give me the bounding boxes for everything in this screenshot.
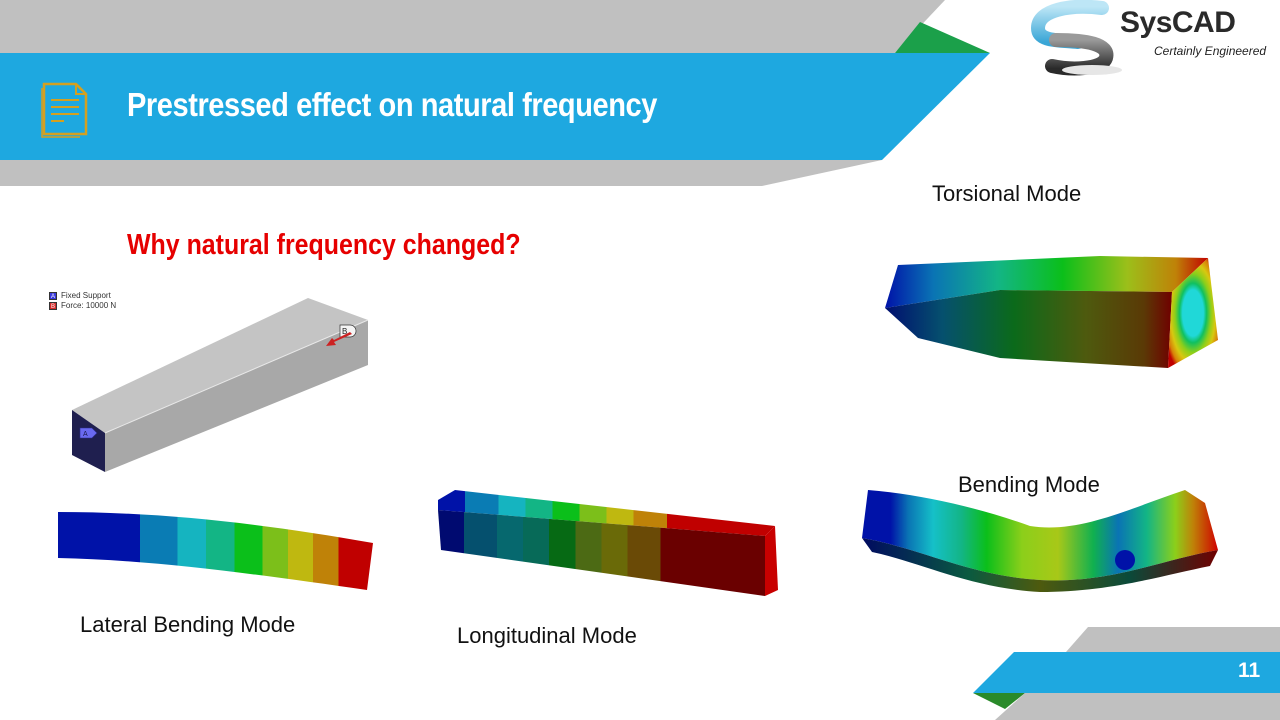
page-number: 11 [1238,659,1261,682]
logo-name: SysCAD [1120,6,1236,39]
support-marker-a [79,427,98,439]
document-icon [41,82,88,138]
logo-tagline: Certainly Engineered [1154,44,1267,58]
svg-text:B: B [342,327,347,336]
mode-label-bending: Bending Mode [958,472,1100,497]
bending-mode-figure [862,490,1218,592]
legend-label: Fixed Support [61,291,111,300]
mode-label-lateral-bending: Lateral Bending Mode [80,612,296,637]
svg-text:A: A [83,431,88,438]
lateral-bending-mode-figure [58,512,373,590]
boundary-legend: A Fixed Support B Force: 10000 N [49,291,116,311]
mode-label-longitudinal: Longitudinal Mode [457,623,637,648]
syscad-logo-icon [1030,0,1122,76]
legend-item-force: B Force: 10000 N [49,301,116,311]
legend-label: Force: 10000 N [61,301,117,310]
beam-setup-figure: A B [72,298,369,472]
slide-title: Prestressed effect on natural frequency [127,86,657,123]
legend-swatch: B [49,302,57,310]
legend-swatch: A [49,292,57,300]
legend-item-fixed-support: A Fixed Support [49,291,116,301]
mode-label-torsional: Torsional Mode [932,181,1082,206]
force-arrow-icon [326,332,352,346]
longitudinal-mode-figure [438,490,778,596]
torsional-mode-figure [885,256,1218,368]
slide-subtitle: Why natural frequency changed? [127,229,521,261]
